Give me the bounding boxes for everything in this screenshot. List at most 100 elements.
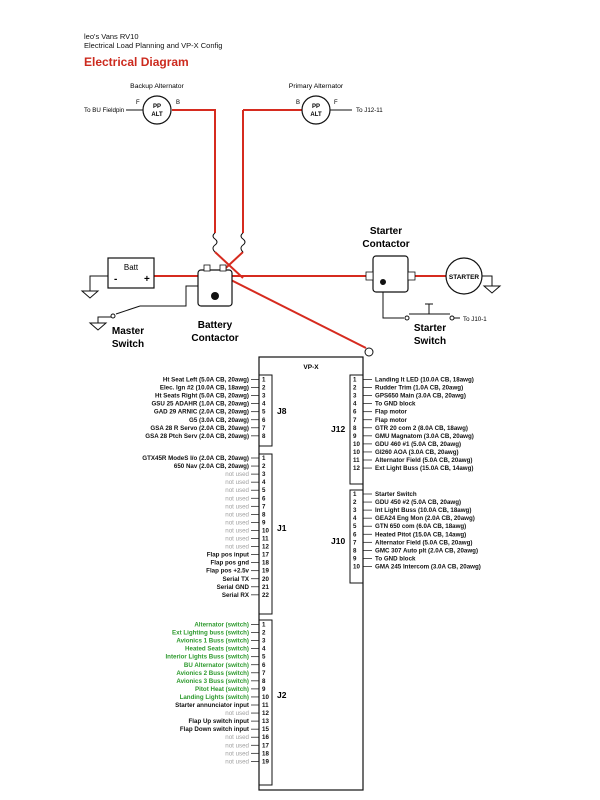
j8-pin-row: 1 Ht Seat Left (5.0A CB, 20awg) [163,377,266,384]
pin-label: not used [225,734,249,741]
pin-label: Elec. Ign #2 (10.0A CB, 18awg) [160,385,249,392]
pin-number: 5 [353,523,357,530]
pin-number: 7 [262,503,266,510]
master-switch-label-1: Master [112,326,144,337]
battery-minus: - [114,274,117,285]
pin-label: Ht Seat Left (5.0A CB, 20awg) [163,377,249,384]
pin-label: not used [225,471,249,478]
pin-number: 11 [353,457,360,464]
pin-label: Flap pos gnd [211,560,250,567]
j12-pin-row: 6 Flap motor [353,409,408,416]
pin-label: GMC 307 Auto plt (2.0A CB, 20awg) [375,547,478,554]
pin-label: Flap pos +2.5v [206,568,249,575]
pin-label: not used [225,511,249,518]
pin-number: 6 [353,409,357,416]
battery-contactor-label-1: Battery [198,320,233,331]
pin-number: 17 [262,552,269,559]
starter-motor: STARTER [445,257,502,295]
battery-contactor-label-2: Contactor [191,333,238,344]
pin-number: 1 [262,622,266,629]
pin-number: 3 [353,507,357,514]
pin-label: 650 Nav (2.0A CB, 20awg) [174,463,249,470]
backup-alt-glyph-top: PP [153,104,161,110]
pin-number: 2 [353,385,357,392]
pin-number: 8 [262,511,266,518]
pin-label: not used [225,519,249,526]
pin-label: GMA 245 Intercom (3.0A CB, 20awg) [375,563,481,570]
j10-bracket [349,489,363,584]
pin-label: Heated Seats (switch) [185,646,249,653]
pin-label: not used [225,758,249,765]
j8-pin-row: 3Ht Seats Right (5.0A CB, 20awg) [155,393,266,400]
pin-number: 10 [353,563,360,570]
pin-number: 8 [353,425,357,432]
pin-number: 15 [262,726,269,733]
backup-alt-f-terminal: F [136,100,140,106]
pin-number: 8 [262,678,266,685]
pin-number: 13 [262,718,269,725]
pin-label: not used [225,710,249,717]
pin-number: 1 [262,377,266,384]
pin-label: To GND block [375,555,416,562]
pin-number: 6 [353,531,357,538]
connector-j1-label: J1 [277,523,287,533]
starter-switch-label-1: Starter [414,323,446,334]
pin-number: 1 [262,455,266,462]
pin-number: 3 [353,393,357,400]
pin-label: Alternator (switch) [194,622,249,629]
backup-alternator: Backup Alternator PP ALT F B To BU Field… [84,83,185,125]
pin-label: not used [225,536,249,543]
pin-number: 6 [262,662,266,669]
backup-alt-wire [172,109,216,233]
pin-number: 4 [262,479,266,486]
pin-number: 5 [262,409,266,416]
pin-label: Flap motor [375,409,408,416]
section-heading: Electrical Diagram [84,55,189,69]
pin-number: 9 [353,433,357,440]
pin-label: Landing Lights (switch) [180,694,249,701]
document-title: leo's Vans RV10 [84,32,139,41]
j1-bracket [259,453,273,615]
pin-label: Avionics 1 Buss (switch) [176,638,249,645]
battery-contactor: Battery Contactor [185,264,239,344]
pin-label: Heated Pitot (15.0A CB, 14awg) [375,531,466,538]
backup-alt-b-terminal: B [176,100,180,106]
pin-number: 4 [262,646,266,653]
pin-number: 2 [262,463,266,470]
pin-label: Alternator Field (5.0A CB, 20awg) [375,539,472,546]
pin-number: 4 [262,401,266,408]
pin-number: 6 [262,495,266,502]
pin-label: Alternator Field (5.0A CB, 20awg) [375,457,472,464]
ground-icon [88,322,108,331]
connector-j12-label: J12 [331,424,345,434]
ground-icon [80,290,100,299]
pin-number: 11 [262,536,269,543]
pin-label: GSA 28 Ptch Serv (2.0A CB, 20awg) [145,433,249,440]
pin-number: 3 [262,638,266,645]
connector-j2-label: J2 [277,690,287,700]
primary-alt-b-terminal: B [296,100,300,106]
backup-alt-glyph-bottom: ALT [151,112,163,118]
j8-bracket [259,374,273,447]
